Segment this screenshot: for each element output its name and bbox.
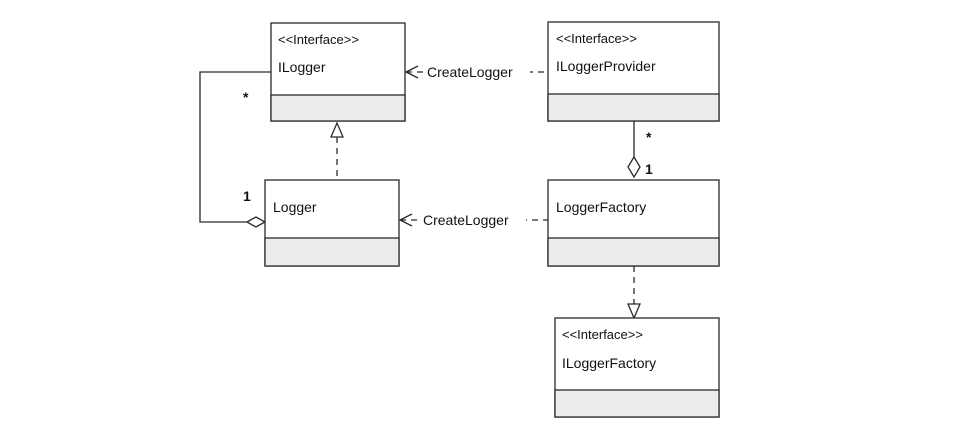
stereotype-label: <<Interface>> bbox=[562, 327, 643, 342]
edge-label-createlogger: CreateLogger bbox=[427, 64, 513, 80]
multiplicity-whole-label: 1 bbox=[243, 188, 251, 204]
multiplicity-whole-label: 1 bbox=[645, 161, 653, 177]
aggregation-line bbox=[199, 71, 271, 223]
class-name: ILoggerFactory bbox=[562, 355, 656, 371]
operations-compartment bbox=[547, 93, 720, 122]
operations-compartment bbox=[554, 389, 720, 418]
provider-to-ilogger-dependency-edge: CreateLogger bbox=[404, 62, 548, 80]
operations-compartment bbox=[264, 237, 400, 267]
class-box-logger: Logger bbox=[264, 179, 400, 267]
logger-realizes-ilogger-edge bbox=[330, 121, 344, 180]
operations-compartment bbox=[547, 237, 720, 267]
factory-provider-aggregation-edge: * 1 bbox=[627, 121, 653, 179]
class-box-ilogger: <<Interface>> ILogger bbox=[270, 22, 406, 122]
open-arrowhead-icon bbox=[398, 213, 413, 227]
class-box-iloggerprovider: <<Interface>> ILoggerProvider bbox=[547, 21, 720, 122]
class-name: LoggerFactory bbox=[556, 199, 646, 215]
multiplicity-part-label: * bbox=[646, 129, 652, 145]
operations-compartment bbox=[270, 94, 406, 122]
edge-label-createlogger: CreateLogger bbox=[423, 212, 509, 228]
open-arrowhead-icon bbox=[404, 65, 419, 79]
stereotype-label: <<Interface>> bbox=[278, 32, 359, 47]
factory-realizes-iloggerfactory-edge bbox=[627, 266, 641, 320]
multiplicity-part-label: * bbox=[243, 89, 249, 105]
hollow-arrowhead-icon bbox=[330, 121, 344, 138]
aggregation-diamond-icon bbox=[627, 155, 641, 179]
hollow-arrowhead-icon bbox=[627, 303, 641, 320]
stereotype-label: <<Interface>> bbox=[556, 31, 637, 46]
factory-to-logger-dependency-edge: CreateLogger bbox=[398, 210, 548, 228]
class-box-iloggerfactory: <<Interface>> ILoggerFactory bbox=[554, 317, 720, 418]
class-box-loggerfactory: LoggerFactory bbox=[547, 179, 720, 267]
class-name: ILoggerProvider bbox=[556, 58, 656, 74]
class-name: ILogger bbox=[278, 59, 326, 75]
class-name: Logger bbox=[273, 199, 317, 215]
aggregation-diamond-icon bbox=[245, 216, 267, 228]
logger-ilogger-aggregation-edge: * 1 bbox=[199, 71, 271, 228]
